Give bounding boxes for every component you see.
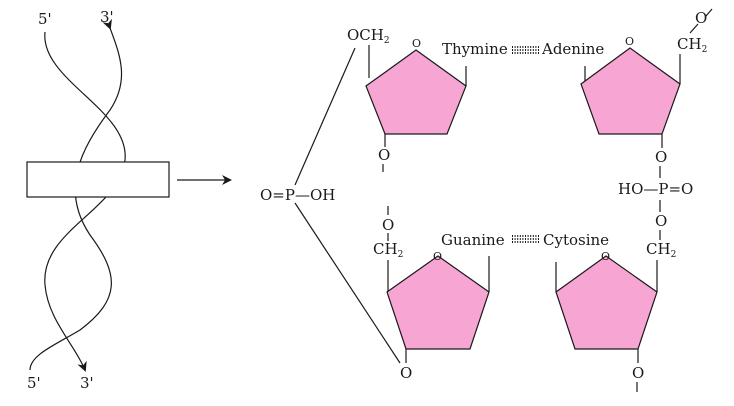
bond-phosphate-to-bottom-o: [294, 202, 401, 364]
helix-label-top-right: 3': [100, 8, 114, 26]
helix-strand-1: [44, 31, 126, 372]
sugar-ring-adenine: [580, 47, 681, 135]
sugar-ring-guanine: [386, 255, 490, 350]
ring-oxygen-cytosine: O: [601, 250, 610, 263]
base-thymine: Thymine: [442, 40, 508, 58]
phosphate-right: HO—P=O: [618, 180, 693, 198]
o-above-phosphate: O: [655, 148, 667, 166]
nucleotide-adenine: Adenine O CH2 O: [541, 8, 713, 148]
och2-label: OCH2: [347, 26, 390, 46]
ch2-top-right: CH2: [677, 35, 707, 55]
base-cytosine: Cytosine: [543, 231, 609, 249]
o3-guanine: O: [400, 364, 412, 382]
phosphate-right-group: O HO—P=O O: [618, 148, 693, 240]
helix-strand-2: [29, 18, 123, 371]
hydrogen-bonds-g-c: [512, 235, 540, 243]
ring-oxygen-adenine: O: [625, 35, 634, 48]
double-helix: 5' 3' 5' 3': [26, 8, 170, 392]
ch2-cytosine: CH2: [646, 240, 676, 260]
ch2-guanine: CH2: [373, 240, 403, 260]
bond-o5-tail: [705, 8, 713, 17]
bond-phosphate-to-och2: [294, 47, 356, 186]
o3-thymine: O: [378, 146, 390, 164]
phosphate-left: O=P—OH: [260, 186, 335, 204]
ring-oxygen-guanine: O: [433, 250, 442, 263]
base-adenine: Adenine: [541, 40, 604, 58]
helix-label-bottom-right: 3': [80, 374, 94, 392]
sugar-ring-cytosine: [555, 255, 658, 350]
o5-top-right: O: [695, 9, 707, 27]
o-below-phosphate: O: [655, 212, 667, 230]
ring-oxygen: O: [412, 37, 421, 50]
helix-label-bottom-left: 5': [27, 374, 41, 392]
o-guanine-top: O: [382, 216, 394, 234]
nucleotide-cytosine: Cytosine O CH2 O: [543, 231, 676, 392]
sugar-ring-thymine: [365, 49, 467, 135]
helix-zoom-box: [26, 161, 170, 198]
hydrogen-bonds-t-a: [512, 46, 540, 54]
bond-ch2-to-o5: [689, 23, 699, 34]
base-guanine: Guanine: [441, 231, 505, 249]
helix-label-top-left: 5': [38, 10, 52, 28]
o3-cytosine: O: [632, 364, 644, 382]
nucleotide-thymine: OCH2 O O Thymine: [347, 26, 508, 172]
nucleotide-guanine: O CH2 O O Guanine: [373, 206, 505, 382]
